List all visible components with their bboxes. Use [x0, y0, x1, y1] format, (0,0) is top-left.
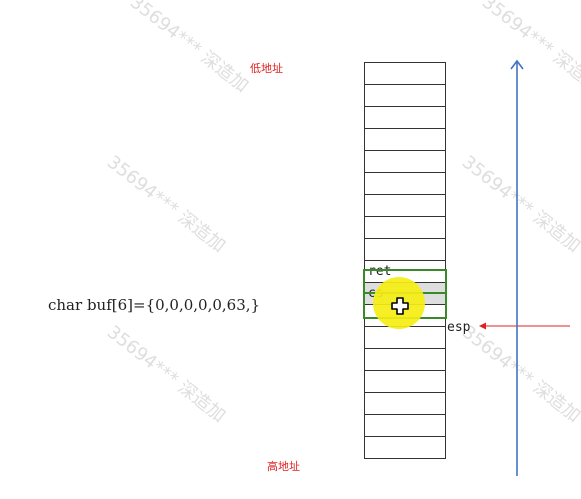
stack-cell: [365, 437, 445, 459]
low-address-label: 低地址: [250, 62, 283, 75]
watermark: 35694*** 深造加: [102, 151, 230, 257]
code-buffer-declaration: char buf[6]={0,0,0,0,0,63,}: [48, 296, 261, 314]
stack-cell: [365, 415, 445, 437]
growth-direction-arrow: [510, 59, 524, 476]
stack-cell: [365, 129, 445, 151]
high-address-label: 高地址: [267, 460, 300, 473]
stack-cell: [365, 107, 445, 129]
esp-pointer-arrow: [479, 322, 570, 330]
watermark: 35694*** 深造加: [102, 321, 230, 427]
stack-cell: [365, 349, 445, 371]
watermark: 35694*** 深造加: [477, 0, 581, 97]
stack-cell: [365, 327, 445, 349]
stack-diagram: retcs: [364, 62, 446, 459]
stack-cell: [365, 173, 445, 195]
stack-cell: [365, 239, 445, 261]
stack-cell: [365, 371, 445, 393]
cursor-move-icon: [391, 297, 409, 315]
stack-cell: [365, 393, 445, 415]
stack-cell: [365, 195, 445, 217]
stack-cell: [365, 151, 445, 173]
stack-cell: [365, 217, 445, 239]
stack-cell: [365, 85, 445, 107]
watermark: 35694*** 深造加: [125, 0, 253, 97]
stack-cell: [365, 63, 445, 85]
esp-pointer-label: esp: [447, 320, 471, 335]
